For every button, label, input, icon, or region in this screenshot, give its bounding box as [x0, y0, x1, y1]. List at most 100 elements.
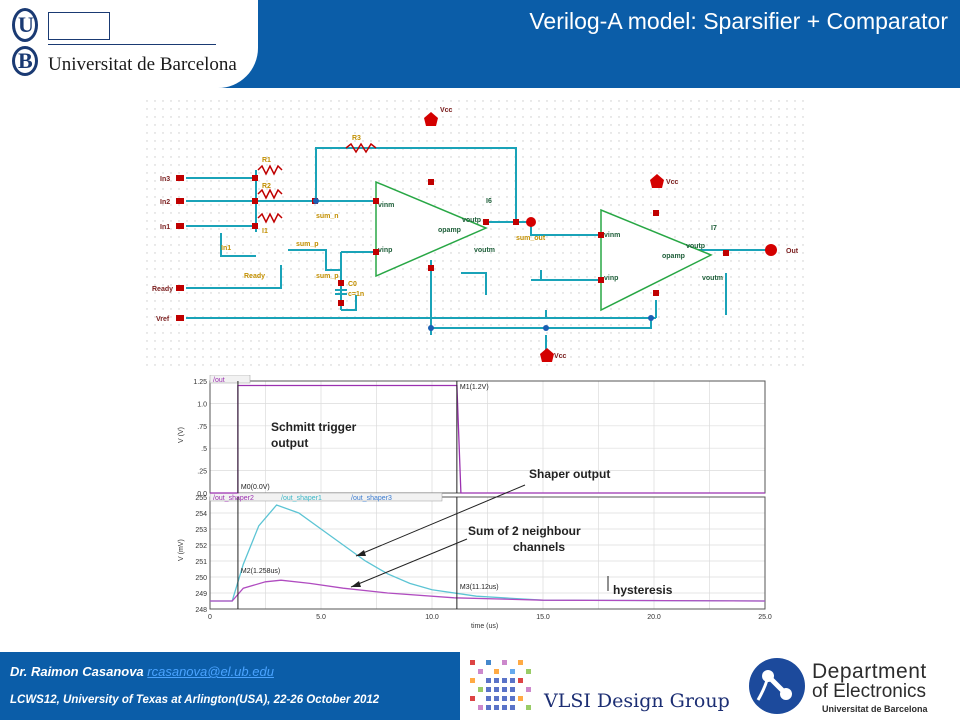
chip-square [470, 660, 475, 665]
x-tick-label: 0 [208, 614, 212, 621]
seal-u-letter: U [18, 12, 34, 37]
opamp1-vinp-label: vinp [378, 247, 392, 254]
marker-label: M1(1.2V) [460, 384, 489, 391]
vlsi-chip-icon [470, 660, 531, 710]
chip-square [518, 678, 523, 683]
arrowhead-sum [351, 581, 361, 587]
chip-square [486, 705, 491, 710]
university-name: Universitat de Barcelona [48, 54, 237, 75]
arrow-shaper [355, 484, 526, 557]
node-sum-p-2: sum_p [296, 241, 319, 248]
opamp2-name-label: I7 [711, 225, 717, 232]
chip-square [518, 660, 523, 665]
y-tick-label: 0.0 [197, 491, 207, 498]
author-line: Dr. Raimon Casanova rcasanova@el.ub.edu [10, 664, 274, 679]
vlsi-group-name: VLSI Design Group [544, 690, 730, 712]
arrowhead-shaper [356, 550, 366, 556]
annotation-shaper: Shaper output [529, 467, 610, 481]
chip-square [502, 705, 507, 710]
chip-square [478, 705, 483, 710]
x-tick-label: 10.0 [425, 614, 439, 621]
vcc-label-3: Vcc [554, 353, 567, 360]
plot-markers: M0(0.0V)M1(1.2V)M2(1.258us)M3(11.12us) [237, 381, 499, 609]
legend-shaper2: /out_shaper2 [213, 495, 254, 502]
top-legend-tab [209, 375, 251, 384]
chip-square [478, 687, 483, 692]
department-university: Universitat de Barcelona [822, 704, 928, 714]
x-tick-label: 15.0 [536, 614, 550, 621]
resistor-r3-label: R3 [352, 135, 361, 142]
output-out-label: Out [786, 248, 799, 255]
chip-square [510, 669, 515, 674]
input-in3-label: In3 [160, 176, 170, 183]
header-bar: U B Universitat de Barcelona Verilog-A m… [0, 0, 960, 88]
x-tick-label: 5.0 [316, 614, 326, 621]
input-vref-label: Vref [156, 316, 170, 323]
chip-square [478, 669, 483, 674]
opamp1-vinm-label: vinm [378, 202, 394, 209]
y-tick-label: 251 [195, 559, 207, 566]
node-ready: Ready [244, 273, 265, 280]
node-sum-p: sum_p [316, 273, 339, 280]
chip-square [510, 678, 515, 683]
resistor-i1-label: I1 [262, 228, 268, 235]
schematic-diagram: vinm vinp voutp voutm opamp I6 vinm vinp… [146, 100, 810, 372]
opamp2-voutp-label: voutp [686, 243, 705, 250]
footer-bar: Dr. Raimon Casanova rcasanova@el.ub.edu … [0, 652, 460, 720]
opamp2-vinp-label: vinp [604, 275, 618, 282]
opamp2-vinm-label: vinm [604, 232, 620, 239]
y-tick-label: 255 [195, 495, 207, 502]
annotation-schmitt-2: output [271, 436, 308, 450]
annotation-sum-2: channels [513, 540, 565, 554]
input-ready-label: Ready [152, 286, 173, 293]
vcc-label-2: Vcc [666, 179, 679, 186]
opamp1-voutp-label: voutp [462, 217, 481, 224]
input-in1-label: In1 [160, 224, 170, 231]
marker-label: M3(11.12us) [460, 584, 499, 591]
bottom-legend-tab [209, 492, 443, 502]
node-in1: In1 [221, 245, 231, 252]
legend-shaper1: /out_shaper1 [281, 495, 322, 502]
annotation-sum-1: Sum of 2 neighbour [468, 524, 581, 538]
chip-square [486, 678, 491, 683]
chip-square [486, 687, 491, 692]
chip-square [494, 687, 499, 692]
bottom-plot-frame [209, 496, 766, 610]
chip-square [510, 696, 515, 701]
top-y-axis-label: V (V) [178, 427, 185, 443]
conference-info: LCWS12, University of Texas at Arlington… [10, 694, 380, 706]
chip-square [502, 696, 507, 701]
node-sum-out: sum_out [516, 235, 546, 242]
input-in2-label: In2 [160, 199, 170, 206]
y-tick-label: .25 [197, 469, 207, 476]
node-sum-n: sum_n [316, 213, 339, 220]
chip-square [494, 696, 499, 701]
waveform-plot: /out /out_shaper2 /out_shaper1 /out_shap… [173, 375, 773, 633]
y-tick-label: 249 [195, 591, 207, 598]
chip-square [502, 660, 507, 665]
x-tick-label: 25.0 [758, 614, 772, 621]
legend-shaper3: /out_shaper3 [351, 495, 392, 502]
annotation-schmitt-1: Schmitt trigger [271, 420, 357, 434]
opamp1-voutm-label: voutm [474, 247, 495, 254]
marker-label: M2(1.258us) [241, 568, 280, 575]
x-tick-label: 20.0 [647, 614, 661, 621]
resistor-r1-label: R1 [262, 157, 271, 164]
chip-square [502, 678, 507, 683]
y-tick-label: 250 [195, 575, 207, 582]
opamp1-type-label: opamp [438, 227, 461, 234]
y-tick-label: .5 [201, 446, 207, 453]
chip-square [518, 696, 523, 701]
x-axis-label: time (us) [471, 623, 498, 630]
chip-square [486, 696, 491, 701]
y-tick-label: .75 [197, 424, 207, 431]
annotation-hysteresis: hysteresis [613, 583, 673, 597]
resistor-r2-label: R2 [262, 183, 271, 190]
capacitor-value-label: c=1n [348, 291, 364, 298]
author-email-link[interactable]: rcasanova@el.ub.edu [147, 664, 274, 679]
chip-square [526, 687, 531, 692]
bottom-y-axis-label: V (mV) [178, 539, 185, 561]
chip-square [502, 687, 507, 692]
chip-square [470, 678, 475, 683]
university-building-icon [48, 12, 110, 40]
